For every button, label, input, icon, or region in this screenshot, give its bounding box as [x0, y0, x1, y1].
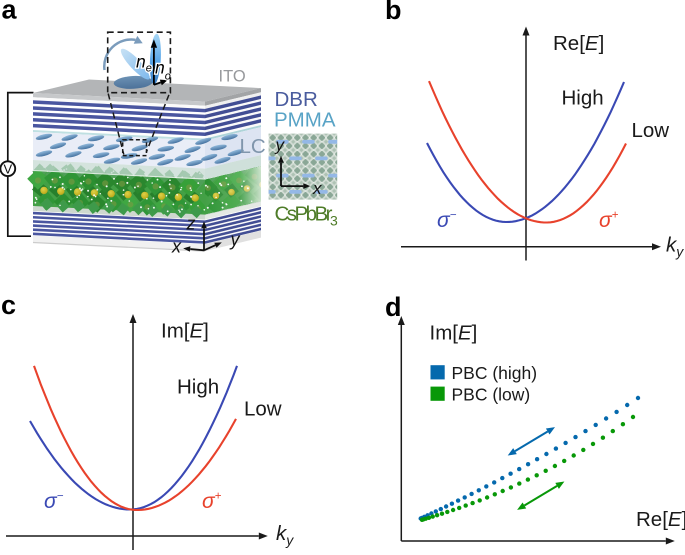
svg-text:V: V	[3, 162, 12, 177]
svg-text:DBR: DBR	[275, 88, 318, 111]
svg-text:x: x	[312, 179, 322, 198]
svg-text:a: a	[2, 0, 18, 25]
svg-text:High: High	[177, 376, 219, 399]
svg-text:y: y	[275, 136, 286, 155]
svg-text:Im[E]: Im[E]	[430, 322, 478, 345]
svg-text:ITO: ITO	[219, 67, 246, 85]
svg-text:Re[E]: Re[E]	[553, 32, 604, 55]
svg-text:y: y	[229, 230, 241, 250]
svg-text:z: z	[186, 214, 196, 234]
svg-text:High: High	[562, 87, 604, 110]
svg-text:σ+: σ+	[202, 490, 222, 513]
svg-text:LC: LC	[240, 135, 266, 158]
svg-text:b: b	[385, 0, 402, 25]
svg-text:σ−: σ−	[437, 209, 457, 232]
svg-text:Re[E]: Re[E]	[636, 508, 685, 531]
svg-text:Im[E]: Im[E]	[161, 320, 209, 343]
svg-text:c: c	[1, 290, 16, 320]
svg-text:ne: ne	[136, 52, 152, 75]
svg-text:ky: ky	[666, 234, 684, 260]
svg-text:PMMA: PMMA	[274, 108, 336, 131]
svg-text:σ−: σ−	[44, 490, 64, 513]
svg-text:PBC (low): PBC (low)	[452, 385, 531, 405]
svg-text:x: x	[171, 237, 182, 257]
svg-text:d: d	[385, 292, 402, 322]
svg-text:PBC (high): PBC (high)	[452, 363, 538, 383]
svg-text:Low: Low	[632, 119, 670, 142]
svg-text:σ+: σ+	[599, 209, 619, 232]
svg-text:CsPbBr3: CsPbBr3	[275, 202, 338, 228]
svg-text:Low: Low	[244, 398, 282, 421]
svg-text:ky: ky	[276, 522, 294, 548]
